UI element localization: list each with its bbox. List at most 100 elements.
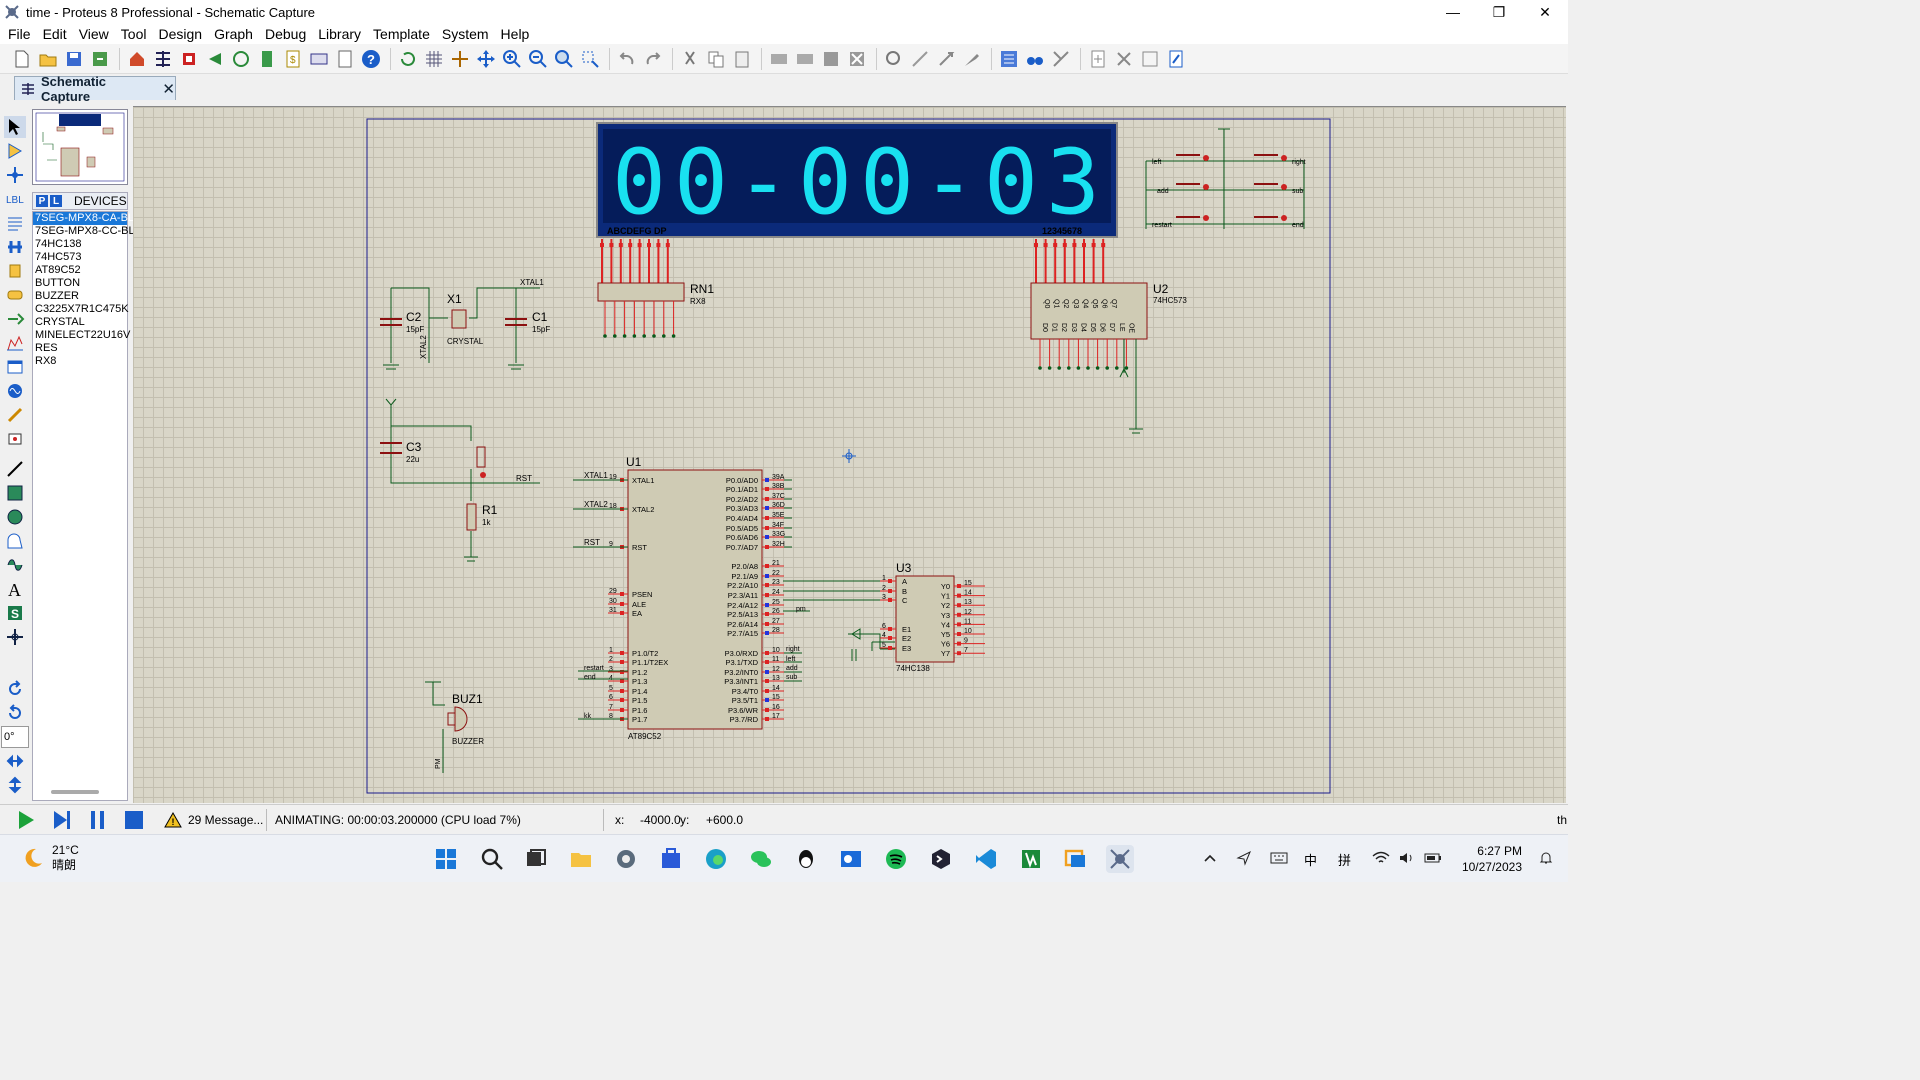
tray-chevron-icon[interactable] (1202, 850, 1224, 869)
tab-schematic-capture[interactable]: Schematic Capture ✕ (14, 74, 176, 104)
remove-sheet-icon[interactable] (1112, 47, 1136, 71)
subcircuit-icon[interactable] (4, 260, 26, 282)
source-code-icon[interactable] (307, 47, 331, 71)
pause-icon[interactable] (86, 808, 110, 832)
grid-toggle-icon[interactable] (422, 47, 446, 71)
proteus-taskbar-icon[interactable] (1106, 845, 1134, 873)
menu-tool[interactable]: Tool (120, 26, 147, 42)
device-item[interactable]: BUZZER (35, 290, 79, 302)
ime-mode-indicator[interactable]: 中 (1303, 852, 1317, 868)
undo-icon[interactable] (615, 47, 639, 71)
wechat-icon[interactable] (747, 845, 775, 873)
refresh-icon[interactable] (396, 47, 420, 71)
origin-icon[interactable] (448, 47, 472, 71)
task-view-icon[interactable] (522, 845, 550, 873)
bus-icon[interactable] (4, 236, 26, 258)
selection-mode-icon[interactable] (4, 116, 26, 138)
device-list-scrollbar[interactable] (51, 790, 99, 794)
symbol-tool-icon[interactable]: S (4, 602, 26, 624)
device-item[interactable]: C3225X7R1C475K (35, 303, 129, 315)
redo-icon[interactable] (641, 47, 665, 71)
pick-device-icon[interactable] (882, 47, 906, 71)
mirror-vertical-icon[interactable] (4, 774, 26, 796)
circle-tool-icon[interactable] (4, 506, 26, 528)
ime-pinyin-indicator[interactable]: 拼 (1337, 852, 1351, 868)
vscode-icon[interactable] (972, 845, 1000, 873)
device-item[interactable]: CRYSTAL (35, 316, 85, 328)
messages-indicator[interactable]: ! 29 Message... (164, 811, 263, 828)
menu-file[interactable]: File (8, 26, 31, 42)
line-tool-icon[interactable] (4, 458, 26, 480)
window-manager-icon[interactable] (1062, 845, 1090, 873)
zoom-in-icon[interactable] (500, 47, 524, 71)
restore-icon[interactable]: ❐ (1492, 3, 1506, 20)
store-icon[interactable] (657, 845, 685, 873)
bom-icon[interactable] (255, 47, 279, 71)
device-item[interactable]: 74HC138 (35, 238, 82, 250)
junction-dot-icon[interactable] (4, 164, 26, 186)
block-move-icon[interactable] (793, 47, 817, 71)
keyboard-icon[interactable] (1270, 851, 1292, 868)
zoom-area-icon[interactable] (578, 47, 602, 71)
menu-system[interactable]: System (441, 26, 489, 42)
graph-mode-icon[interactable] (4, 332, 26, 354)
wifi-icon[interactable] (1372, 851, 1394, 868)
generator-icon[interactable] (4, 380, 26, 402)
device-item[interactable]: RX8 (35, 355, 57, 367)
terminals-icon[interactable] (4, 284, 26, 306)
3d-view-icon[interactable] (229, 47, 253, 71)
volume-icon[interactable] (1398, 851, 1420, 868)
mirror-horizontal-icon[interactable] (4, 750, 26, 772)
menu-design[interactable]: Design (158, 26, 203, 42)
rotation-angle-input[interactable]: 0° (1, 726, 29, 748)
cost-icon[interactable]: $ (281, 47, 305, 71)
exit-to-parent-icon[interactable] (1138, 47, 1162, 71)
close-icon[interactable]: ✕ (1539, 3, 1551, 20)
home-icon[interactable] (125, 47, 149, 71)
device-item[interactable]: 74HC573 (35, 251, 82, 263)
settings-icon[interactable] (612, 845, 640, 873)
notification-bell-icon[interactable] (1538, 850, 1560, 869)
rotate-clockwise-icon[interactable] (4, 678, 26, 700)
import-icon[interactable] (88, 47, 112, 71)
menu-view[interactable]: View (78, 26, 109, 42)
save-icon[interactable] (62, 47, 86, 71)
spotify-icon[interactable] (882, 845, 910, 873)
pcb-icon[interactable] (177, 47, 201, 71)
property-assign-icon[interactable] (1049, 47, 1073, 71)
text-tool-icon[interactable]: A (4, 578, 26, 600)
edge-icon[interactable] (702, 845, 730, 873)
file-explorer-icon[interactable] (567, 845, 595, 873)
device-item[interactable]: AT89C52 (35, 264, 81, 276)
zoom-out-icon[interactable] (526, 47, 550, 71)
overview-window[interactable] (32, 109, 128, 185)
device-pins-icon[interactable] (4, 308, 26, 330)
minimize-icon[interactable]: — (1446, 4, 1460, 20)
search-icon[interactable] (478, 845, 506, 873)
terminal-app-icon[interactable] (927, 845, 955, 873)
location-arrow-icon[interactable] (1236, 850, 1258, 869)
menu-template[interactable]: Template (373, 26, 430, 42)
design-explorer-icon[interactable] (1164, 47, 1188, 71)
battery-icon[interactable] (1424, 851, 1446, 868)
menu-debug[interactable]: Debug (264, 26, 307, 42)
component-mode-icon[interactable] (4, 140, 26, 162)
qq-icon[interactable] (792, 845, 820, 873)
tape-recorder-icon[interactable] (4, 356, 26, 378)
library-manager-button[interactable]: L (50, 195, 62, 207)
text-script-icon[interactable] (4, 212, 26, 234)
device-item[interactable]: BUTTON (35, 277, 81, 289)
pick-devices-button[interactable]: P (36, 195, 48, 207)
device-item[interactable]: 7SEG-MPX8-CA-BL (33, 212, 135, 225)
pan-icon[interactable] (474, 47, 498, 71)
start-icon[interactable] (432, 845, 460, 873)
decompose-icon[interactable] (960, 47, 984, 71)
package-tool-icon[interactable] (934, 47, 958, 71)
play-icon[interactable] (14, 808, 38, 832)
block-rotate-icon[interactable] (819, 47, 843, 71)
paste-icon[interactable] (730, 47, 754, 71)
box-tool-icon[interactable] (4, 482, 26, 504)
device-item[interactable]: MINELECT22U16V (35, 329, 131, 341)
menu-library[interactable]: Library (318, 26, 362, 42)
